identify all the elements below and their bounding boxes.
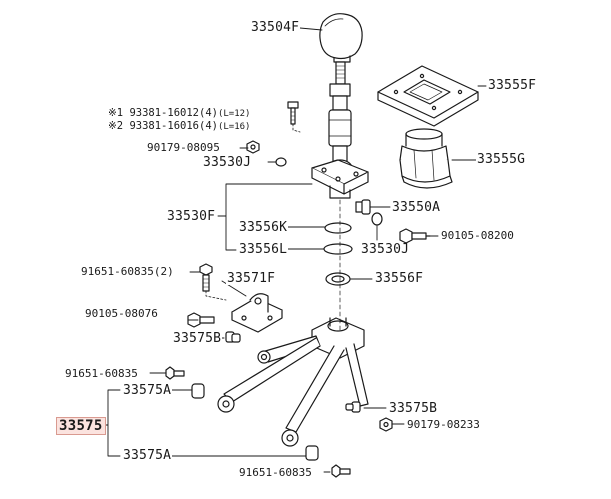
bolt-ref-2-part[interactable]: 93381-16016 [129,120,199,132]
bolt-ref-2: ※2 93381-16016(4)(L=16) [108,121,250,132]
bolt-ref-1-qty: (4) [199,107,218,119]
label-33575B-right[interactable]: 33575B [388,401,439,416]
bolt-ref-1-part[interactable]: 93381-16012 [129,107,199,119]
label-90105-08200[interactable]: 90105-08200 [440,229,515,242]
shift-lever-drawing [311,83,369,199]
seal-33556L-drawing [323,243,353,255]
label-33575A-top[interactable]: 33575A [122,383,173,398]
shift-boot-drawing [399,128,453,189]
shift-linkage-drawing [217,317,369,447]
bolt-91651-60835-left-drawing [165,366,185,380]
label-91651-60835-left[interactable]: 91651-60835 [64,367,139,380]
bolt-91651-60835-2-drawing [199,263,227,301]
bushing-33575A-top-drawing [191,383,205,399]
bolt-ref-2-len: (L=16) [217,122,251,132]
label-33550A[interactable]: 33550A [391,200,442,215]
shift-knob-drawing [319,13,363,85]
label-33530J-top[interactable]: 33530J [202,155,253,170]
bushing-33575A-bottom-drawing [305,445,319,461]
oring-bottom-drawing [371,212,383,226]
label-33556K[interactable]: 33556K [238,220,289,235]
label-33555G[interactable]: 33555G [476,152,527,167]
label-33575A-bottom[interactable]: 33575A [122,448,173,463]
nut-90179-08233-drawing [379,417,393,432]
bolt-93381-drawing [287,101,301,133]
label-33555F[interactable]: 33555F [487,78,538,93]
bushing-33550A-drawing [355,199,371,215]
label-91651-60835-2[interactable]: 91651-60835(2) [80,265,175,278]
boot-plate-drawing [377,65,479,127]
bolt-ref-2-mark: ※2 [108,120,124,132]
bolt-91651-60835-bottom-drawing [331,464,351,478]
seal-33556F-drawing [325,272,351,286]
seal-33556K-drawing [324,222,352,234]
label-33575B-left[interactable]: 33575B [172,331,223,346]
nut-90179-08095-drawing [246,140,260,154]
label-90179-08233[interactable]: 90179-08233 [406,418,481,431]
label-90105-08076[interactable]: 90105-08076 [84,307,159,320]
label-90179-08095[interactable]: 90179-08095 [146,141,221,154]
label-33530J-bottom[interactable]: 33530J [360,242,411,257]
bolt-ref-1-len: (L=12) [217,109,251,119]
bolt-90105-08200-drawing [399,228,431,244]
bolt-ref-1-mark: ※1 [108,107,124,119]
label-33530F[interactable]: 33530F [166,209,217,224]
bolt-ref-2-qty: (4) [199,120,218,132]
bushing-33575B-left-drawing [225,331,241,343]
label-33571F[interactable]: 33571F [226,271,277,286]
label-33575[interactable]: 33575 [56,417,106,435]
label-33504F[interactable]: 33504F [250,20,301,35]
bolt-ref-1: ※1 93381-16012(4)(L=12) [108,108,250,119]
label-33556L[interactable]: 33556L [238,242,289,257]
label-91651-60835-bottom[interactable]: 91651-60835 [238,466,313,479]
bracket-33571F-drawing [231,293,283,333]
oring-top-drawing [275,157,287,167]
label-33556F[interactable]: 33556F [374,271,425,286]
bushing-33575B-right-drawing [345,401,361,413]
